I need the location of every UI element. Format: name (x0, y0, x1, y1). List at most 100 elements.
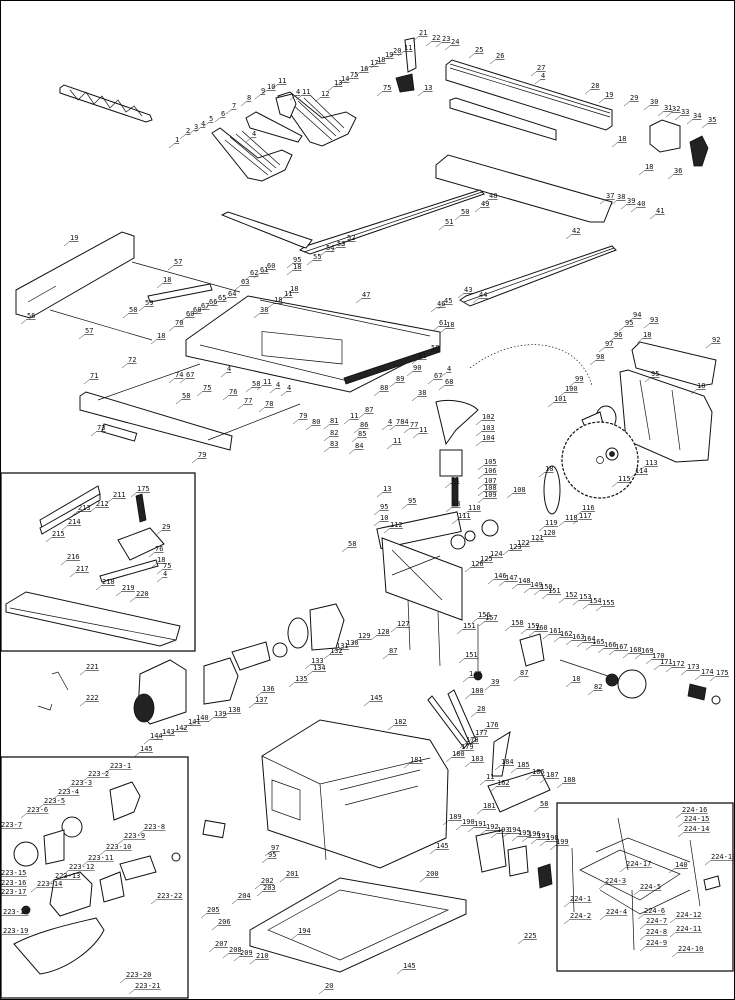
part-callout: 11 (386, 437, 402, 450)
part-callout: 161 (542, 627, 562, 640)
part-callout: 147 (498, 574, 518, 587)
part-number-label: 208 (229, 946, 242, 954)
leader-line (445, 507, 452, 513)
part-number-label: 216 (67, 553, 80, 561)
leader-line (665, 112, 672, 118)
part-number-label: 184 (501, 758, 514, 766)
part-callout: 78 (258, 400, 274, 413)
part-callout: 81 (323, 417, 339, 430)
part-callout: 99 (568, 375, 584, 388)
part-number-label: 145 (140, 745, 153, 753)
leader-line (595, 606, 602, 612)
part-number-label: 79 (198, 451, 206, 459)
part-callout: 125 (473, 555, 493, 568)
part-number-label: 153 (579, 593, 592, 601)
part-callout: 209 (233, 949, 253, 962)
part-callout: 180 (445, 750, 465, 763)
part-callout: 79 (191, 451, 207, 464)
part-number-label: 194 (298, 927, 311, 935)
leader-line (674, 115, 681, 121)
leader-line (45, 537, 52, 543)
part-number-label: 201 (286, 870, 299, 878)
leader-line (167, 265, 174, 271)
part-number-label: 66 (209, 298, 217, 306)
part-callout: 172 (665, 660, 685, 673)
leader-line (254, 94, 261, 100)
part-number-label: 78 (265, 400, 273, 408)
part-callout: 4 (440, 365, 452, 378)
part-number-label: 99 (575, 375, 583, 383)
part-number-label: 11 (284, 290, 292, 298)
leader-line (565, 234, 572, 240)
part-number-label: 69 (186, 310, 194, 318)
part-number-label: 61 (260, 266, 268, 274)
leader-line (222, 953, 229, 959)
part-number-label: 18 (157, 332, 165, 340)
leader-line (487, 579, 494, 585)
part-callout: 4 (245, 130, 257, 143)
part-callout: 211 (106, 491, 126, 504)
part-number-label: 4 (227, 365, 231, 373)
part-number-label: 103 (482, 424, 495, 432)
part-number-label: 187 (546, 771, 559, 779)
part-number-label: 206 (218, 918, 231, 926)
part-number-label: 83 (330, 440, 338, 448)
part-callout: 18 (611, 135, 627, 148)
leader-line (288, 682, 295, 688)
leader-line (475, 441, 482, 447)
part-callout: 223-12 (62, 863, 95, 876)
part-number-label: 177 (475, 729, 488, 737)
part-callout: 208 (222, 946, 242, 959)
leader-line (419, 877, 426, 883)
leader-line (208, 947, 215, 953)
part-callout: 145 (133, 745, 153, 758)
part-callout: 112 (383, 521, 403, 534)
part-callout: 95 (261, 851, 277, 864)
leader-line (461, 511, 468, 517)
part-number-label: 175 (716, 669, 729, 677)
part-number-label: 95 (268, 851, 276, 859)
part-number-label: 223-22 (157, 892, 182, 900)
leader-line (306, 260, 313, 266)
leader-line (457, 293, 464, 299)
part-callout: 18 (538, 465, 554, 478)
leader-line (181, 725, 188, 731)
part-number-label: 1 (175, 136, 179, 144)
part-number-label: 98 (596, 353, 604, 361)
leader-line (547, 402, 554, 408)
part-callout: 113 (638, 459, 658, 472)
part-number-label: 140 (196, 714, 209, 722)
part-callout: 224-7 (639, 917, 668, 930)
part-rip-fence (445, 59, 613, 141)
leader-line (439, 328, 446, 334)
part-number-label: 125 (480, 555, 493, 563)
leader-line (477, 491, 484, 497)
part-callout: 18 (267, 296, 283, 309)
part-callout: 63 (234, 278, 250, 291)
part-callout: 12 (314, 90, 330, 103)
part-callout: 221 (79, 663, 99, 676)
leader-line (291, 934, 298, 940)
part-blade-guard-left (211, 127, 293, 182)
part-callout: 13 (376, 485, 392, 498)
part-callout: 33 (674, 108, 690, 121)
part-callout: 224-10 (671, 945, 704, 958)
leader-line (143, 739, 150, 745)
part-callout: 215 (45, 530, 65, 543)
part-number-label: 71 (90, 372, 98, 380)
part-callout: 39 (484, 678, 500, 691)
part-number-label: 190 (462, 818, 475, 826)
leader-line (156, 569, 163, 575)
part-callout: 141 (181, 718, 201, 731)
part-number-label: 114 (635, 467, 648, 475)
part-number-label: 59 (145, 299, 153, 307)
part-callout: 37 (599, 192, 615, 205)
part-number-label: 11 (419, 426, 427, 434)
leader-line (62, 870, 69, 876)
part-callout: 130 (339, 639, 359, 652)
part-callout: 140 (668, 861, 688, 874)
part-callout: 129 (351, 632, 371, 645)
leader-line (179, 134, 186, 140)
part-callout: 13 (417, 84, 433, 97)
leader-line (430, 307, 437, 313)
